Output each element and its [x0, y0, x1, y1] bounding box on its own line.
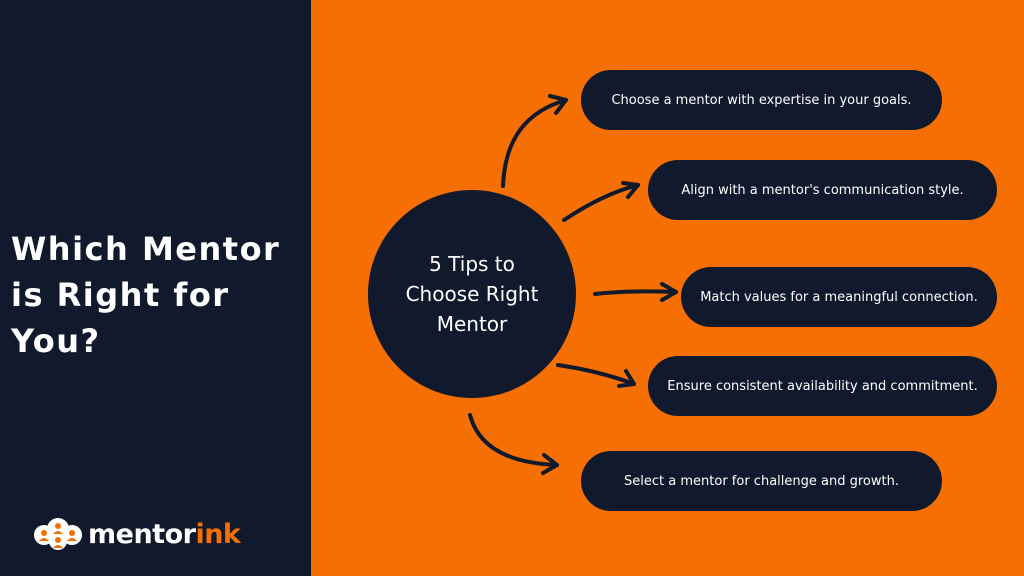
arrow-to-tip-5: [468, 413, 559, 475]
tip-4: Ensure consistent availability and commi…: [648, 356, 997, 416]
logo-word-ink: ink: [195, 518, 241, 550]
logo-word-mentor: mentor: [88, 518, 196, 550]
title-line-3: You?: [11, 322, 101, 360]
arrow-to-tip-4: [556, 363, 636, 388]
tip-3: Match values for a meaningful connection…: [681, 267, 997, 327]
title-line-1: Which Mentor: [11, 230, 281, 268]
title-line-2: is Right for: [11, 276, 230, 314]
logo-wordmark: mentorink: [88, 518, 241, 550]
tip-5: Select a mentor for challenge and growth…: [581, 451, 942, 511]
center-line-2: Choose Right: [405, 282, 539, 306]
arrow-to-tip-1: [501, 94, 568, 188]
arrow-to-tip-3: [593, 282, 678, 302]
page-title: Which Mentor is Right for You?: [11, 226, 301, 364]
mentorink-logo: mentorink: [32, 514, 241, 554]
center-line-1: 5 Tips to: [429, 252, 515, 276]
center-hub: 5 Tips to Choose Right Mentor: [368, 190, 576, 398]
tip-2: Align with a mentor's communication styl…: [648, 160, 997, 220]
tip-1: Choose a mentor with expertise in your g…: [581, 70, 942, 130]
people-cluster-icon: [34, 518, 82, 550]
arrow-to-tip-2: [562, 181, 640, 222]
center-line-3: Mentor: [436, 312, 508, 336]
left-panel: [0, 0, 311, 576]
